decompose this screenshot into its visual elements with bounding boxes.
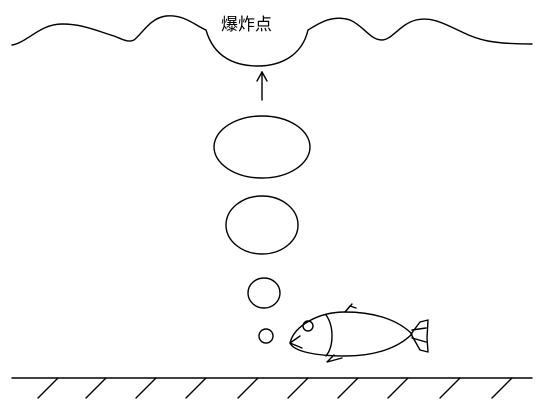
bubble-small	[247, 277, 281, 309]
explosion-point-label: 爆炸点	[221, 15, 272, 35]
fish-eye	[302, 320, 314, 332]
fish-tail	[410, 319, 429, 353]
fish-mouth	[289, 335, 303, 349]
up-arrow-icon	[256, 71, 268, 101]
fish	[289, 303, 429, 363]
fish-gill	[325, 314, 333, 357]
bubble-tiny	[258, 328, 274, 344]
bubble-large	[213, 115, 311, 179]
fish-ventral-fin	[326, 354, 343, 363]
bubble-medium	[225, 195, 299, 255]
fish-body	[289, 311, 413, 357]
seabed-hatching	[37, 377, 513, 399]
fish-dorsal-fin	[344, 303, 357, 313]
water-surface	[11, 15, 533, 67]
